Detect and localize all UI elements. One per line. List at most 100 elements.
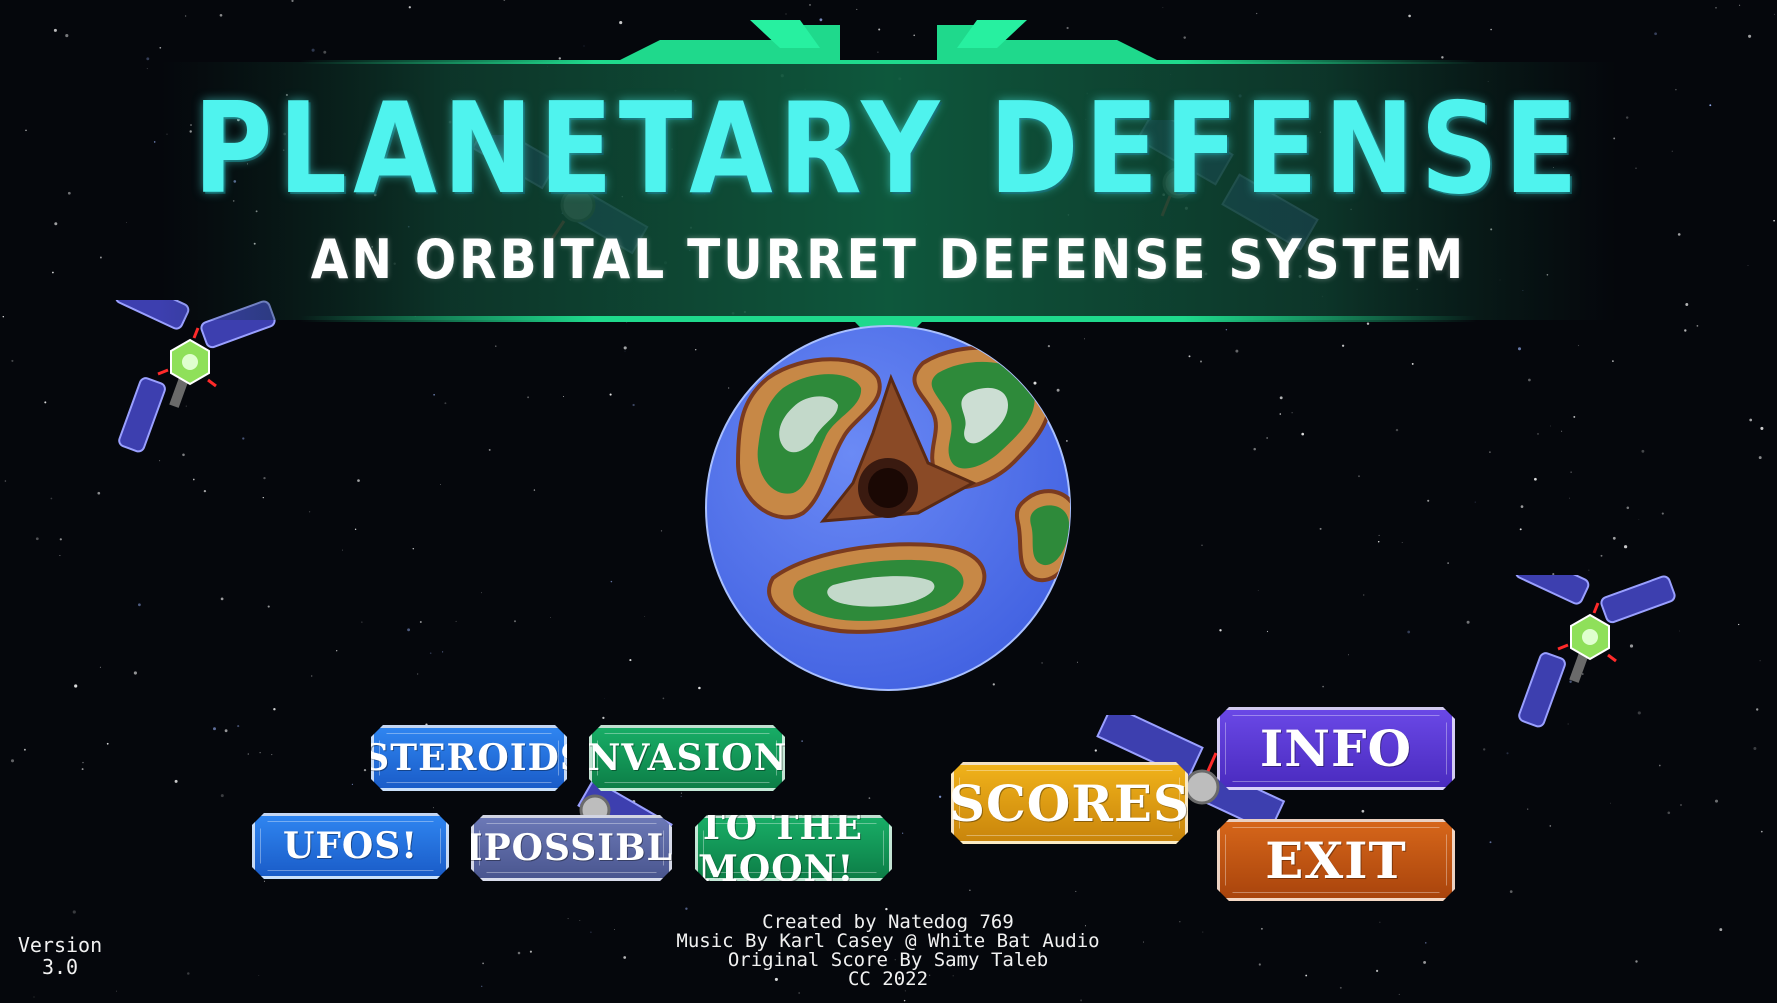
star <box>1549 425 1551 427</box>
star <box>59 538 62 541</box>
star <box>685 907 688 910</box>
star <box>1506 752 1509 755</box>
star <box>1447 562 1449 564</box>
star <box>33 996 35 998</box>
star <box>146 57 150 61</box>
star <box>952 975 954 977</box>
star <box>1612 536 1616 540</box>
star <box>495 345 497 347</box>
star <box>1260 927 1263 930</box>
star <box>25 129 27 132</box>
star <box>1398 993 1400 995</box>
star <box>619 21 623 25</box>
star <box>116 990 118 992</box>
star <box>1760 830 1763 833</box>
star <box>10 759 15 763</box>
star <box>1427 499 1430 502</box>
star <box>219 13 223 17</box>
star <box>1577 344 1580 347</box>
star <box>1679 630 1680 632</box>
star <box>187 972 190 975</box>
star <box>878 28 881 31</box>
star <box>774 977 778 981</box>
star <box>336 650 338 652</box>
star <box>902 832 904 834</box>
star <box>814 929 815 931</box>
star <box>894 959 896 961</box>
star <box>182 453 185 457</box>
star <box>50 497 53 500</box>
star <box>1322 685 1324 688</box>
star <box>1319 527 1322 530</box>
star <box>1279 413 1282 415</box>
to-the-moon-button[interactable]: TO THE MOON! <box>695 815 892 881</box>
ufos-button[interactable]: UFOS! <box>252 813 449 879</box>
impossible-button[interactable]: IMPOSSIBLE! <box>471 815 672 881</box>
exit-button[interactable]: EXIT <box>1217 819 1455 901</box>
star <box>1519 528 1522 531</box>
star <box>517 951 521 955</box>
star <box>1677 233 1681 236</box>
asteroids-button[interactable]: ASTEROIDS! <box>371 725 567 791</box>
star <box>1033 381 1037 385</box>
star <box>1378 534 1380 536</box>
star <box>1641 449 1645 453</box>
star <box>1756 708 1759 711</box>
star <box>1474 501 1476 503</box>
star <box>1747 265 1749 266</box>
star <box>185 15 187 17</box>
star <box>1625 116 1629 119</box>
star <box>82 761 84 764</box>
star <box>35 537 39 541</box>
star <box>801 740 803 742</box>
star <box>481 592 482 594</box>
star <box>1709 104 1712 107</box>
star <box>1567 723 1569 725</box>
star <box>291 0 294 3</box>
info-button-label: INFO <box>1259 719 1413 778</box>
credits-line: CC 2022 <box>847 968 929 990</box>
star <box>1256 12 1258 15</box>
star <box>1076 661 1078 663</box>
star <box>527 396 530 399</box>
star <box>1489 451 1491 453</box>
star <box>262 496 264 499</box>
star <box>1408 14 1411 18</box>
star <box>1582 673 1584 675</box>
star <box>913 34 916 37</box>
star <box>1714 799 1719 803</box>
star <box>602 716 605 720</box>
star <box>1600 554 1603 557</box>
star <box>1537 433 1539 435</box>
version-number: 3.0 <box>41 955 79 979</box>
star <box>1379 921 1381 923</box>
star <box>1188 355 1191 358</box>
star <box>632 403 635 407</box>
star <box>444 402 447 405</box>
star <box>133 671 137 675</box>
info-button[interactable]: INFO <box>1217 707 1455 790</box>
star <box>1339 986 1342 989</box>
star <box>1626 506 1630 510</box>
star <box>361 621 363 623</box>
invasion-button[interactable]: INVASION! <box>589 725 785 791</box>
star <box>357 479 360 482</box>
star <box>903 999 906 1002</box>
scores-button[interactable]: SCORES <box>951 762 1188 844</box>
credits-line: Music By Karl Casey @ White Bat Audio <box>676 930 1100 952</box>
star <box>153 141 156 143</box>
star <box>1739 4 1741 6</box>
star <box>1658 764 1661 767</box>
star <box>1423 960 1427 964</box>
star <box>1520 505 1524 508</box>
star <box>1610 802 1611 804</box>
star <box>567 918 569 920</box>
star <box>1637 711 1641 715</box>
star <box>503 0 506 1</box>
star <box>263 476 266 480</box>
to-the-moon-button-label: TO THE MOON! <box>698 806 863 890</box>
star <box>417 673 419 675</box>
star <box>698 686 701 690</box>
star <box>1759 660 1761 662</box>
star <box>271 754 273 756</box>
